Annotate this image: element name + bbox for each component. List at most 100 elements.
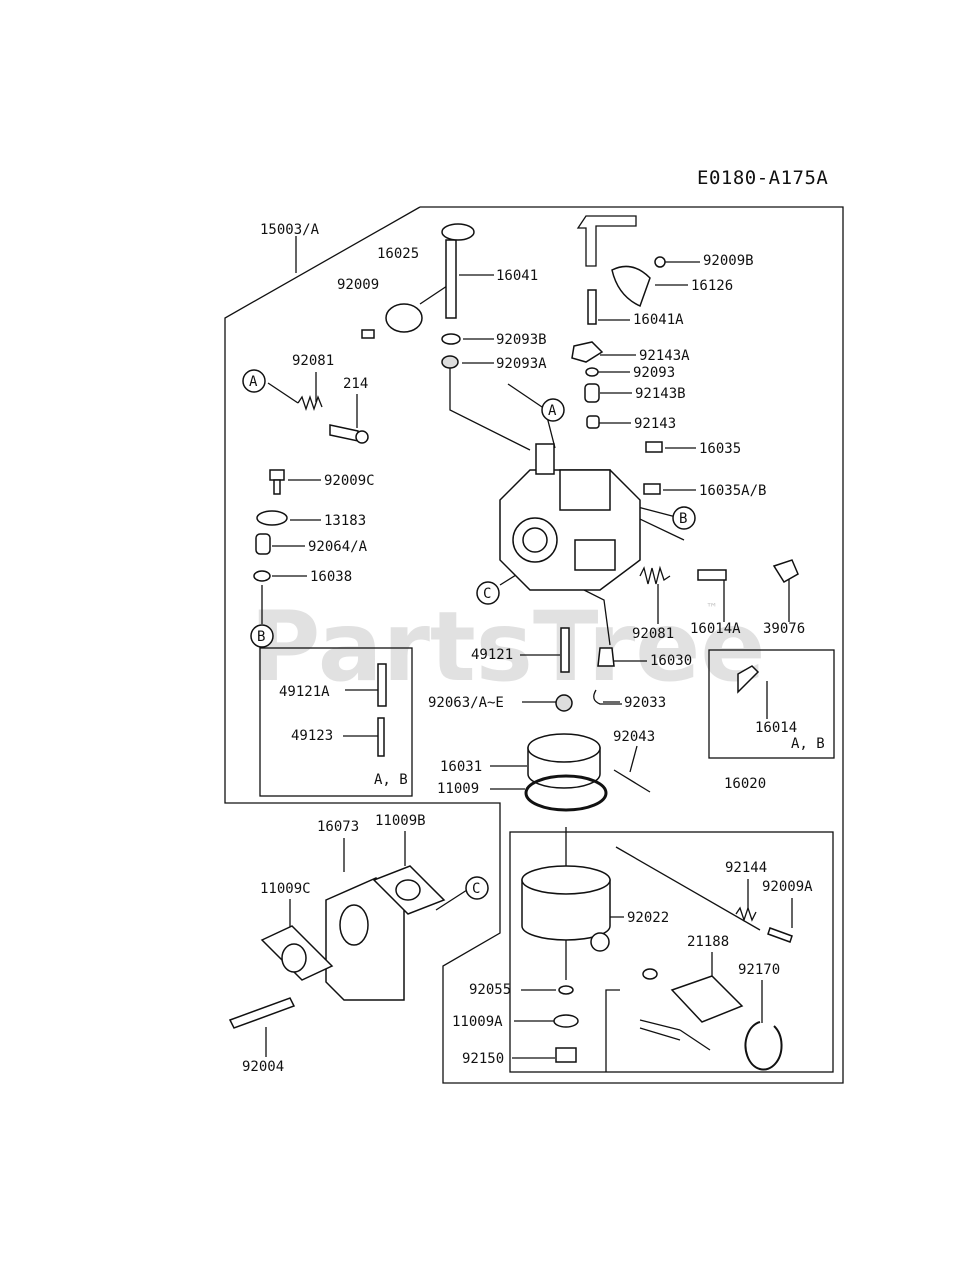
- label-11009: 11009: [437, 781, 479, 797]
- label-16035: 16035: [699, 441, 741, 457]
- leader-callout-a-left: [267, 382, 299, 404]
- label-16126: 16126: [691, 278, 733, 294]
- callout-a-center: A: [541, 398, 565, 422]
- carburetor-body-part: [499, 443, 641, 591]
- label-16035ab: 16035A/B: [699, 483, 766, 499]
- insulator-16073-part: [325, 877, 405, 1001]
- stud-92004-part: [228, 997, 296, 1029]
- plate-13183-part: [256, 510, 288, 526]
- label-49121a: 49121A: [279, 684, 330, 700]
- screw-16014-part: [737, 665, 760, 694]
- bolt-92150-part: [555, 1047, 577, 1063]
- label-92143: 92143: [634, 416, 676, 432]
- bracket-92143a-part: [571, 341, 604, 363]
- subassembly-box-right: [708, 649, 835, 759]
- label-21188: 21188: [687, 934, 729, 950]
- label-ab-left: A, B: [374, 772, 408, 788]
- throttle-shaft-part: [441, 223, 475, 319]
- spring-92144-part: [735, 905, 757, 923]
- solenoid-21188-part: [639, 968, 744, 1051]
- label-92004: 92004: [242, 1059, 284, 1075]
- gasket-11009b-part: [372, 865, 446, 915]
- label-92143b: 92143B: [635, 386, 686, 402]
- label-92043: 92043: [613, 729, 655, 745]
- assembly-boundary-main: [224, 206, 844, 1084]
- needle-16030-part: [597, 647, 615, 667]
- jet-92064-part: [255, 533, 271, 555]
- leader-92043: [629, 745, 638, 773]
- label-92093: 92093: [633, 365, 675, 381]
- collar-92143-part: [586, 415, 600, 429]
- bowl-nut-92022-part: [590, 932, 610, 952]
- leader-lines: [261, 261, 793, 1059]
- leader-solenoid-diag: [615, 846, 761, 931]
- choke-lever-part: [576, 215, 666, 325]
- washer-92093b-part: [441, 333, 461, 345]
- clip-92033-part: [593, 689, 622, 705]
- washer-92055-part: [558, 985, 574, 995]
- label-92055: 92055: [469, 982, 511, 998]
- jet-49121a-part: [377, 663, 387, 707]
- diagram-code: E0180-A175A: [697, 167, 828, 189]
- label-92022: 92022: [627, 910, 669, 926]
- float-bowl-part: [521, 865, 611, 941]
- watermark: PartsTree: [250, 591, 765, 703]
- svg-text:A: A: [249, 374, 258, 390]
- label-92144: 92144: [725, 860, 767, 876]
- label-16073: 16073: [317, 819, 359, 835]
- label-11009a: 11009A: [452, 1014, 503, 1030]
- svg-text:B: B: [679, 511, 687, 527]
- callout-c-top: C: [476, 581, 500, 605]
- label-ab-right: A, B: [791, 736, 825, 752]
- leader-callout-c-bottom: [435, 889, 468, 911]
- idle-screw-part: [297, 394, 369, 444]
- jet-49123-part: [377, 717, 385, 757]
- gasket-11009a-part: [553, 1014, 579, 1028]
- screw-16035-part: [645, 441, 663, 453]
- label-92009b: 92009B: [703, 253, 754, 269]
- label-49123: 49123: [291, 728, 333, 744]
- label-16014: 16014: [755, 720, 797, 736]
- screw-16035ab-part: [643, 483, 661, 495]
- label-16030: 16030: [650, 653, 692, 669]
- label-16041: 16041: [496, 268, 538, 284]
- label-15003: 15003/A: [260, 222, 320, 238]
- collar-92143b-part: [584, 383, 600, 403]
- label-16025: 16025: [377, 246, 419, 262]
- svg-text:A: A: [548, 403, 557, 419]
- label-214: 214: [343, 376, 368, 392]
- pilot-screw-part: [269, 469, 285, 495]
- svg-text:C: C: [472, 881, 480, 897]
- callout-b-right: B: [672, 506, 696, 530]
- label-92064: 92064/A: [308, 539, 368, 555]
- callout-a-left: A: [242, 369, 266, 393]
- label-92170: 92170: [738, 962, 780, 978]
- leader-92009: [419, 283, 451, 305]
- label-16041a: 16041A: [633, 312, 684, 328]
- label-92009c: 92009C: [324, 473, 375, 489]
- label-92009a: 92009A: [762, 879, 813, 895]
- leader-callout-a-1: [507, 383, 546, 410]
- leader-16030-body: [583, 589, 611, 646]
- label-13183: 13183: [324, 513, 366, 529]
- trademark-symbol: ™: [706, 601, 718, 615]
- spring-92081-part: [639, 565, 671, 585]
- label-11009b: 11009B: [375, 813, 426, 829]
- svg-text:C: C: [483, 586, 491, 602]
- subassembly-box-solenoid: [509, 831, 834, 1073]
- jet-92063-part: [555, 694, 573, 712]
- screw-16014a-part: [697, 569, 727, 581]
- label-16038: 16038: [310, 569, 352, 585]
- jet-49121-part: [560, 627, 570, 673]
- solenoid-divider: [605, 989, 620, 1072]
- washer-92093-part: [585, 367, 599, 377]
- label-39076: 39076: [763, 621, 805, 637]
- cap-39076-part: [772, 559, 799, 584]
- label-92063: 92063/A~E: [428, 695, 504, 711]
- subassembly-box-left: [259, 647, 413, 797]
- label-16020: 16020: [724, 776, 766, 792]
- screw-92009a-part: [767, 927, 793, 943]
- gasket-11009-part: [524, 774, 608, 812]
- o-ring-16038-part: [253, 570, 271, 582]
